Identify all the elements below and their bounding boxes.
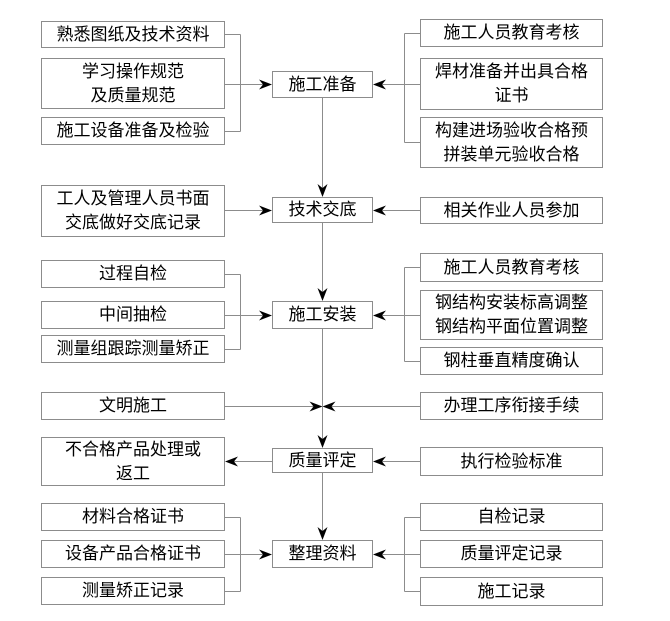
arrow-to-quality-assessment-right: [373, 456, 420, 467]
inspection-standards-box: 执行检验标准: [420, 447, 603, 476]
arrow-left-icon: [373, 310, 386, 321]
main-step-technical-disclosure: 技术交底: [272, 197, 373, 223]
civilized-construction-box: 文明施工: [41, 392, 225, 420]
bracket-left-docs: [225, 517, 272, 592]
arrow-left-icon: [373, 549, 386, 560]
arrow-left-icon: [225, 456, 238, 467]
arrow-to-technical-disclosure-right: [373, 205, 420, 216]
steel-column-verticality-box: 钢柱垂直精度确认: [420, 347, 603, 375]
quality-assessment-record-box: 质量评定记录: [420, 540, 603, 568]
familiarize-drawings-box: 熟悉图纸及技术资料: [41, 21, 225, 48]
equipment-preparation-box: 施工设备准备及检验: [41, 117, 225, 145]
welding-material-certificate-box: 焊材准备并出具合格 证书: [420, 58, 603, 110]
self-inspection-record-box: 自检记录: [420, 503, 603, 531]
arrow-to-technical-disclosure-left: [225, 205, 272, 216]
bracket-left-top: [225, 34, 272, 132]
equipment-certificate-box: 设备产品合格证书: [41, 540, 225, 568]
learn-operation-specs-box: 学习操作规范 及质量规范: [41, 58, 225, 109]
arrow-right-icon: [259, 205, 272, 216]
nonconforming-product-box: 不合格产品处理或 返工: [41, 437, 225, 486]
main-step-quality-assessment: 质量评定: [272, 448, 373, 473]
arrow-right-icon: [259, 79, 272, 90]
arrow-down-icon: [317, 288, 328, 301]
arrow-left-icon: [373, 79, 386, 90]
survey-tracking-correction-box: 测量组跟踪测量矫正: [41, 335, 225, 363]
arrow-down-icon: [317, 527, 328, 540]
personnel-education-assessment-box: 施工人员教育考核: [420, 19, 603, 47]
bracket-right-docs: [373, 517, 420, 592]
written-disclosure-box: 工人及管理人员书面 交底做好交底记录: [41, 185, 225, 237]
bracket-right-install: [373, 267, 420, 362]
arrow-to-nonconforming-product: [225, 456, 272, 467]
process-self-inspection-box: 过程自检: [41, 260, 225, 288]
bracket-left-install: [225, 274, 272, 350]
arrow-process-connection: [322, 401, 420, 412]
main-step-construction-preparation: 施工准备: [272, 71, 373, 98]
main-step-document-organization: 整理资料: [272, 540, 373, 568]
bracket-right-top: [373, 33, 420, 143]
construction-record-box: 施工记录: [420, 577, 603, 606]
arrow-civilized-construction: [225, 401, 323, 412]
arrow-down-icon: [317, 184, 328, 197]
main-step-construction-installation: 施工安装: [272, 301, 373, 329]
arrow-left-icon: [373, 205, 386, 216]
arrow-left-icon: [373, 456, 386, 467]
related-personnel-participation-box: 相关作业人员参加: [420, 197, 603, 224]
material-certificate-box: 材料合格证书: [41, 503, 225, 531]
arrow-left-icon: [322, 401, 336, 412]
steel-structure-adjustment-box: 钢结构安装标高调整 钢结构平面位置调整: [420, 290, 603, 340]
arrow-down-icon: [317, 435, 328, 448]
arrow-right-icon: [259, 549, 272, 560]
arrow-right-icon: [309, 401, 323, 412]
intermediate-sampling-box: 中间抽检: [41, 301, 225, 329]
arrow-right-icon: [259, 310, 272, 321]
main-flow-arrows: [317, 98, 328, 540]
component-acceptance-box: 构建进场验收合格预 拼装单元验收合格: [420, 117, 603, 168]
survey-correction-record-box: 测量矫正记录: [41, 577, 225, 605]
process-connection-procedures-box: 办理工序衔接手续: [420, 392, 603, 420]
personnel-education-assessment-box-2: 施工人员教育考核: [420, 253, 603, 282]
